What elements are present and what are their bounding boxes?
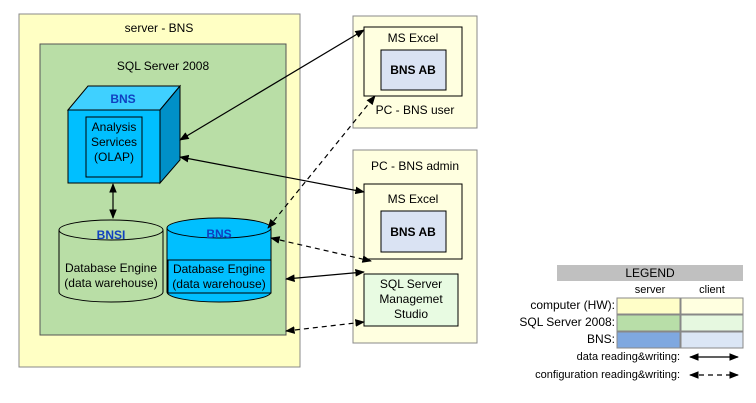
- pc-admin-excel-title: MS Excel: [388, 192, 439, 206]
- legend-title: LEGEND: [625, 266, 675, 280]
- db-bnsi-title: BNSI: [97, 228, 126, 242]
- pc-admin-bns-ab-label: BNS AB: [390, 225, 436, 239]
- pc-admin-title: PC - BNS admin: [371, 159, 459, 173]
- legend-config-label: configuration reading&writing:: [535, 369, 680, 381]
- connectors: [109, 29, 376, 334]
- db-bns-title: BNS: [206, 227, 231, 241]
- sql-server-title: SQL Server 2008: [117, 59, 210, 73]
- server-title: server - BNS: [125, 21, 194, 35]
- legend-swatch-client: [680, 314, 744, 332]
- pc-admin-bns-ab-box: [380, 210, 447, 253]
- db-bnsi-label-1: Database Engine: [65, 261, 157, 275]
- db-bns-label-2: (data warehouse): [172, 277, 265, 291]
- pc-user-title: PC - BNS user: [376, 103, 455, 117]
- arrow-cube-to-user-excel: [179, 29, 365, 141]
- pc-user-box: MS Excel BNS AB PC - BNS user: [352, 15, 478, 129]
- legend-header: [557, 265, 743, 281]
- db-bns-label-1: Database Engine: [173, 262, 265, 276]
- legend-row-label: SQL Server 2008:: [519, 315, 615, 329]
- pc-admin-box: PC - BNS admin MS Excel BNS AB SQL Serve…: [352, 149, 478, 344]
- analysis-services-cube: BNS Analysis Services (OLAP): [66, 84, 182, 185]
- legend: LEGEND server client computer (HW): SQL …: [519, 265, 744, 381]
- arrow-sql-server-to-studio: [285, 319, 365, 334]
- legend-row-computer: computer (HW):: [530, 297, 744, 315]
- database-bnsi: BNSI Database Engine (data warehouse): [58, 219, 164, 303]
- legend-swatch-client: [680, 297, 744, 315]
- arrow-bns-db-to-user-excel: [267, 95, 376, 229]
- legend-row-label: BNS:: [587, 332, 615, 346]
- pc-admin-studio-box: [363, 273, 459, 327]
- cube-label-line-1: Analysis: [92, 120, 137, 134]
- legend-col-server: server: [635, 284, 666, 296]
- pc-user-bns-ab-box: [380, 49, 447, 91]
- arrow-bns-db-to-admin-excel: [270, 236, 372, 263]
- studio-line-1: SQL Server: [380, 277, 442, 291]
- cube-title: BNS: [110, 92, 135, 106]
- db-bns-label-box: [167, 259, 272, 294]
- pc-user-excel-title: MS Excel: [388, 31, 439, 45]
- cube-label-box: [85, 116, 143, 178]
- db-bnsi-label-2: (data warehouse): [64, 276, 157, 290]
- studio-line-3: Studio: [394, 307, 428, 321]
- legend-swatch-client: [680, 331, 744, 349]
- legend-swatch-server: [616, 297, 681, 315]
- database-bns: BNS Database Engine (data warehouse): [166, 217, 272, 303]
- pc-user-bns-ab-label: BNS AB: [390, 63, 436, 77]
- legend-swatch-server: [616, 314, 681, 332]
- legend-row-label: computer (HW):: [530, 298, 615, 312]
- arrow-bns-db-to-studio: [285, 268, 365, 283]
- legend-swatch-server: [616, 331, 681, 349]
- cube-label-line-3: (OLAP): [94, 150, 134, 164]
- legend-row-sql-server: SQL Server 2008:: [519, 314, 744, 332]
- legend-col-client: client: [699, 284, 725, 296]
- studio-line-2: Managemet: [379, 292, 443, 306]
- legend-data-label: data reading&writing:: [577, 351, 680, 363]
- legend-row-bns: BNS:: [587, 331, 744, 349]
- cube-label-line-2: Services: [91, 135, 137, 149]
